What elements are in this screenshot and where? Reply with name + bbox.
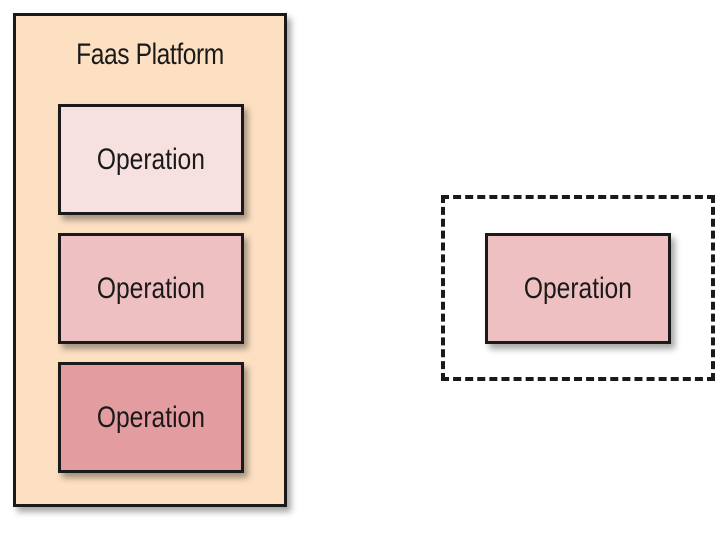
operation-label: Operation bbox=[96, 271, 206, 305]
platform-title: Faas Platform bbox=[76, 38, 224, 71]
platform-operation-2: Operation bbox=[58, 233, 244, 344]
platform-operation-3: Operation bbox=[58, 362, 244, 473]
dashed-boundary bbox=[441, 195, 715, 381]
operation-label: Operation bbox=[523, 271, 633, 305]
operation-label: Operation bbox=[96, 400, 206, 434]
standalone-operation: Operation bbox=[485, 233, 671, 344]
platform-operation-1: Operation bbox=[58, 104, 244, 215]
operation-label: Operation bbox=[96, 142, 206, 176]
